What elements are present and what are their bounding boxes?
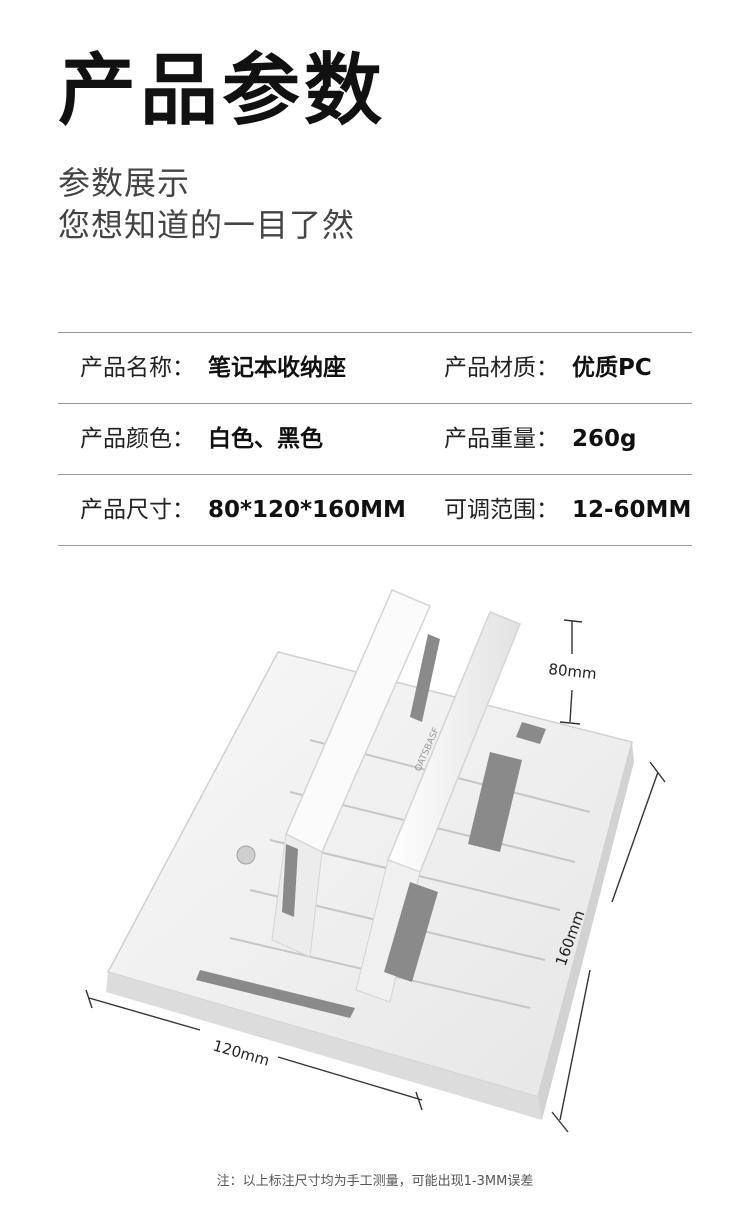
- subtitle: 参数展示 您想知道的一目了然: [58, 162, 355, 246]
- spec-label-size: 产品尺寸：: [80, 497, 195, 523]
- dimension-height-label: 80mm: [548, 660, 598, 683]
- spec-label-color: 产品颜色：: [80, 426, 195, 452]
- laptop-stand-illustration: OATSBASF 80mm 160mm 120mm: [85, 589, 666, 1133]
- spec-value-range: 12-60MM: [572, 497, 692, 523]
- spec-value-weight: 260g: [572, 426, 637, 452]
- spec-table: 产品名称： 笔记本收纳座 产品材质： 优质PC 产品颜色： 白色、黑色 产品重量…: [58, 332, 692, 546]
- dimension-height: [559, 619, 583, 725]
- spec-value-size: 80*120*160MM: [208, 497, 406, 523]
- subtitle-line-1: 参数展示: [58, 164, 191, 202]
- spec-row: 产品名称： 笔记本收纳座 产品材质： 优质PC: [58, 333, 692, 404]
- spec-value-material: 优质PC: [572, 355, 652, 381]
- dimension-width-label: 120mm: [211, 1037, 272, 1070]
- spec-value-color: 白色、黑色: [208, 426, 323, 452]
- spec-row: 产品颜色： 白色、黑色 产品重量： 260g: [58, 404, 692, 475]
- measurement-note: 注：以上标注尺寸均为手工测量，可能出现1-3MM误差: [216, 1174, 534, 1189]
- spec-value-name: 笔记本收纳座: [208, 355, 346, 381]
- dimension-depth: [551, 761, 666, 1133]
- spec-row: 产品尺寸： 80*120*160MM 可调范围： 12-60MM: [58, 475, 692, 546]
- subtitle-line-2: 您想知道的一目了然: [58, 206, 356, 244]
- page-title: 产品参数: [58, 46, 387, 136]
- spec-label-material: 产品材质：: [444, 355, 559, 381]
- dimension-width: [85, 989, 423, 1111]
- holder-back: [236, 589, 440, 958]
- spec-label-range: 可调范围：: [444, 497, 559, 523]
- spec-label-weight: 产品重量：: [444, 426, 559, 452]
- spec-label-name: 产品名称：: [80, 355, 195, 381]
